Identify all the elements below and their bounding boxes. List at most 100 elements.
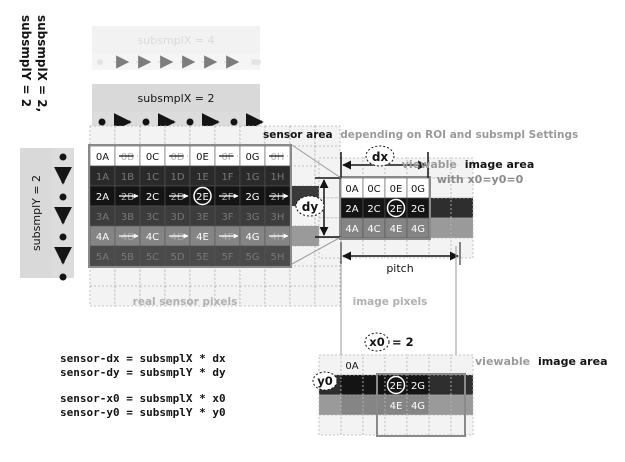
roi-cell <box>428 354 452 376</box>
sensor-outer-cell <box>289 265 316 287</box>
sensor-outer-cell <box>164 285 191 307</box>
formula-sensor-x0: sensor-x0 = subsmplX * x0 <box>60 392 226 405</box>
roi-viewable-label: viewable image area <box>475 355 608 368</box>
roi-cell <box>384 414 408 436</box>
sensor-cell-label: 4C <box>146 232 159 243</box>
banner-dot <box>98 118 106 126</box>
pitch-label: pitch <box>386 262 413 275</box>
image-outer-cell <box>384 237 408 259</box>
roi-cell-label: 2G <box>411 381 425 392</box>
sensor-cell-label: 3E <box>196 212 209 223</box>
viewable-area-bold: image area <box>465 158 535 171</box>
dy-label: dy <box>302 200 319 214</box>
banner-subsmplx4: subsmplX = 4 <box>92 26 261 70</box>
roi-cell <box>362 374 386 396</box>
x0-annotation: x0 = 2 <box>364 332 414 352</box>
dx-label: dx <box>372 150 389 164</box>
banner-dot <box>255 59 261 65</box>
image-area-outline <box>339 176 431 240</box>
sensor-cell-label: 1C <box>146 172 159 183</box>
sensor-area-label-bold: sensor area <box>263 129 333 141</box>
roi-cell <box>384 354 408 376</box>
roi-cell-label: 2E <box>390 381 403 392</box>
sensor-cell-label: 3F <box>221 212 233 223</box>
sensor-outer-cell <box>239 285 266 307</box>
sensor-cell-label: 3H <box>271 212 285 223</box>
svg-text:subsmplY = 2: subsmplY = 2 <box>19 15 33 107</box>
sensor-cell-label: 2G <box>245 192 259 203</box>
roi-cell <box>340 414 364 436</box>
image-cell-label: 2A <box>345 204 358 215</box>
sensor-cell-label: 0A <box>96 152 109 163</box>
sensor-cell-label: 5C <box>146 252 159 263</box>
banner-subsmplx4-arrows <box>97 55 261 69</box>
sensor-area-label-rest: depending on ROI and subsmpl Settings <box>340 129 578 141</box>
sensor-cell-label: 5H <box>271 252 285 263</box>
sensor-outer-cell <box>214 285 241 307</box>
sensor-outer-cell <box>289 165 316 187</box>
sensor-outer-cell <box>289 145 316 167</box>
sensor-cell-label: 4H <box>271 232 285 243</box>
image-cell-label: 4A <box>345 224 358 235</box>
y0-label: y0 <box>317 374 333 388</box>
sensor-cell-label: 1B <box>121 172 134 183</box>
sensor-cell-label: 4D <box>170 232 184 243</box>
roi-cell <box>428 374 452 396</box>
image-outer-cell <box>428 197 452 219</box>
image-cell-label: 0C <box>367 184 380 195</box>
sensor-outer-cell <box>314 265 341 287</box>
image-outer-cell <box>428 237 452 259</box>
image-outer-cell <box>318 237 342 259</box>
image-outer-cell <box>428 217 452 239</box>
sensor-cell-label: 0C <box>146 152 159 163</box>
image-cell-label: 2E <box>390 204 403 215</box>
formula-sensor-dx: sensor-dx = subsmplX * dx <box>60 352 226 365</box>
roi-cell <box>318 354 342 376</box>
banner-dot <box>97 59 103 65</box>
banner-dot <box>230 118 238 126</box>
image-highlight-circle <box>386 198 406 218</box>
formula-sensor-y0: sensor-y0 = subsmplY * y0 <box>60 406 226 419</box>
sensor-cell-label: 1H <box>271 172 285 183</box>
roi-cell-label: 4E <box>390 401 403 412</box>
image-outer-cell <box>340 237 364 259</box>
sensor-cell-label: 4G <box>245 232 259 243</box>
sensor-cell-label: 2B <box>121 192 134 203</box>
rotated-label-line2: subsmplY = 2 <box>19 15 33 107</box>
sensor-cell-label: 4E <box>196 232 209 243</box>
sensor-cell-label: 4F <box>221 232 233 243</box>
roi-viewable-prefix: viewable <box>475 355 530 368</box>
sensor-cell-label: 0D <box>170 152 184 163</box>
roi-cell <box>318 394 342 416</box>
banner-subsmplx2-arrows <box>98 113 264 131</box>
dy-dimension: dy <box>295 177 341 238</box>
rotated-label-line1: subsmplX = 2, <box>35 15 49 112</box>
roi-cell <box>428 394 452 416</box>
banner-dot <box>59 273 67 281</box>
roi-cell <box>362 394 386 416</box>
image-cell-label: 0G <box>411 184 425 195</box>
image-cell-label: 2G <box>411 204 425 215</box>
sensor-outer-cell <box>189 285 216 307</box>
image-caption: image pixels <box>353 296 428 308</box>
sensor-cell-label: 5B <box>121 252 134 263</box>
x0-label: x0 <box>369 335 384 349</box>
sensor-cell-label: 5G <box>245 252 259 263</box>
image-outer-cell <box>450 237 474 259</box>
sensor-outer-cell <box>214 265 241 287</box>
sensor-cell-label: 3B <box>121 212 134 223</box>
sensor-outer-cell <box>114 265 141 287</box>
y0-annotation: y0 = 1 <box>312 371 361 391</box>
sensor-cell-label: 3G <box>245 212 259 223</box>
sensor-outer-cell <box>264 265 291 287</box>
image-outer-cell <box>318 177 342 199</box>
image-outer-cell <box>406 237 430 259</box>
sensor-outer-cell <box>89 265 116 287</box>
sensor-outer-cell <box>89 285 116 307</box>
y0-value: = 1 <box>339 374 361 388</box>
sensor-cell-label: 0H <box>271 152 285 163</box>
image-outer-cell <box>450 217 474 239</box>
